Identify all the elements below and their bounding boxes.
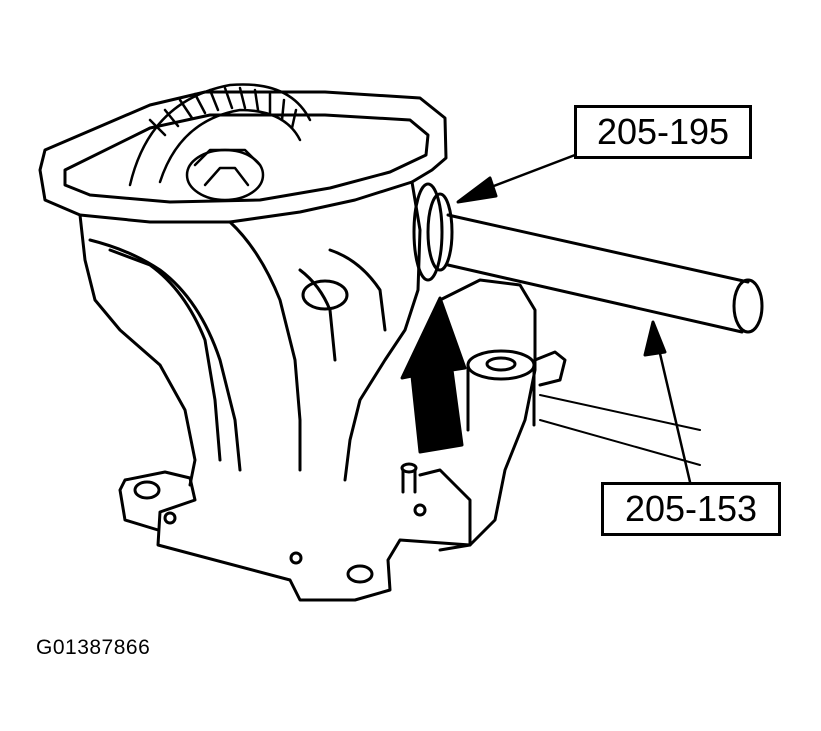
flange-bolt-small-3 [413,503,427,517]
arrowhead-205-195 [456,176,498,204]
installation-direction-arrow [400,296,467,454]
callout-label-205-153: 205-153 [601,482,781,536]
callout-label-205-195: 205-195 [574,105,752,159]
axle-housing-extension [438,278,537,552]
housing-web [328,248,387,332]
installer-handle-end [732,278,764,334]
housing-rib-right [228,220,302,472]
arrowhead-205-153 [643,320,667,357]
flange-hole-right [346,564,374,584]
housing-boss [301,279,349,311]
housing-web-2 [298,268,337,362]
flange-bolt-small-2 [289,551,303,565]
guide-line [539,394,701,466]
figure-identifier: G01387866 [36,636,151,659]
housing-cover-flange [38,90,448,224]
ring-gear [128,83,312,202]
dowel-pin [401,468,417,494]
flange-hole-left [133,480,161,500]
housing-rib-inner [108,248,222,462]
bottom-mounting-flange [118,468,472,602]
housing-rib-left [88,238,242,472]
mount-post-hole [485,356,517,372]
mount-post [466,363,536,432]
installer-handle-tube [446,213,750,334]
mount-post-top [466,349,536,381]
flange-bolt-small-1 [163,511,177,525]
leader-line-205-153 [656,343,692,484]
seal-bore [412,182,444,282]
housing-cover-flange-inner [63,113,430,204]
housing-body [78,180,422,487]
rear-bracket [533,350,567,387]
seal [426,192,454,272]
